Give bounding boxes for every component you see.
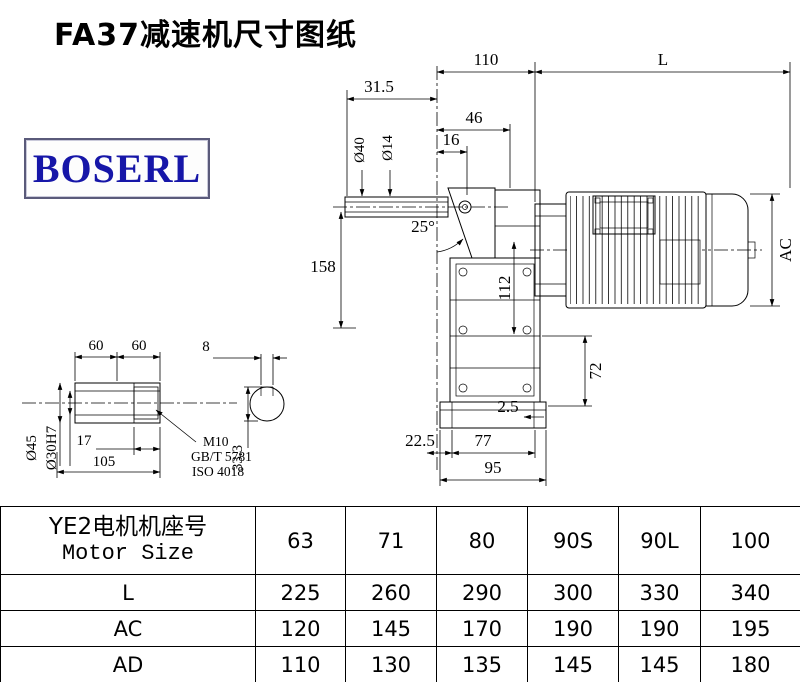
motor [534, 191, 756, 309]
motor-dimension-table: YE2电机机座号 Motor Size 63 71 80 90S 90L 100… [0, 506, 800, 682]
gearbox-housing [439, 189, 547, 429]
cell-AC-90S: 190 [527, 610, 619, 647]
dim-33-3: 33.3 [230, 445, 246, 471]
cell-L-63: 225 [255, 574, 346, 611]
row-label-AD: AD [0, 646, 256, 682]
motor-size-label-en: Motor Size [61, 541, 195, 567]
motor-col-90S: 90S [527, 506, 619, 575]
dim-17: 17 [77, 433, 93, 449]
boserl-logo: BOSERL [24, 138, 210, 199]
dimensions-bottom: 2.5 22.5 77 95 [405, 397, 547, 486]
dim-72: 72 [586, 363, 605, 380]
dimensions-side: 158 112 AC 72 [310, 193, 795, 407]
dim-95: 95 [485, 458, 502, 477]
cell-AC-90L: 190 [618, 610, 701, 647]
logo-text: BOSERL [32, 146, 202, 191]
table-row-L: L 225 260 290 300 330 340 [0, 574, 800, 611]
dim-dia45: Ø45 [24, 435, 40, 461]
dim-112: 112 [495, 276, 514, 301]
cell-AC-100: 195 [700, 610, 800, 647]
dim-dia40: Ø40 [352, 137, 368, 163]
cell-L-90S: 300 [527, 574, 619, 611]
row-label-AC: AC [0, 610, 256, 647]
cell-AD-63: 110 [255, 646, 346, 682]
cell-AC-71: 145 [345, 610, 437, 647]
motor-size-header-cell: YE2电机机座号 Motor Size [0, 506, 256, 575]
dim-22-5: 22.5 [405, 431, 435, 450]
keyway-end-view: 8 33.3 [202, 339, 287, 471]
cell-AD-90L: 145 [618, 646, 701, 682]
cell-AC-80: 170 [436, 610, 528, 647]
cell-L-90L: 330 [618, 574, 701, 611]
motor-size-label-cn: YE2电机机座号 [48, 513, 208, 540]
dim-110: 110 [474, 50, 499, 69]
cell-AD-71: 130 [345, 646, 437, 682]
dim-105: 105 [93, 454, 116, 470]
dimensions-top: 110 L 31.5 46 16 Ø40 Ø14 25° [346, 50, 791, 236]
motor-col-80: 80 [436, 506, 528, 575]
page-title: FA37减速机尺寸图纸 [54, 18, 358, 53]
note-iso4018: ISO 4018 [192, 464, 244, 479]
dim-31-5: 31.5 [364, 77, 394, 96]
cell-L-80: 290 [436, 574, 528, 611]
cell-AD-90S: 145 [527, 646, 619, 682]
note-gbt5781: GB/T 5781 [191, 449, 252, 464]
dim-46: 46 [466, 108, 483, 127]
dim-60-right: 60 [132, 338, 147, 354]
dim-2-5: 2.5 [497, 397, 518, 416]
cell-L-100: 340 [700, 574, 800, 611]
cooling-fins [570, 196, 702, 304]
cell-AD-100: 180 [700, 646, 800, 682]
row-label-L: L [0, 574, 256, 611]
cell-AC-63: 120 [255, 610, 346, 647]
cell-L-71: 260 [345, 574, 437, 611]
dim-158: 158 [310, 257, 336, 276]
dim-AC: AC [776, 238, 795, 262]
motor-col-90L: 90L [618, 506, 701, 575]
motor-col-71: 71 [345, 506, 437, 575]
dim-angle-25: 25° [411, 217, 435, 236]
dim-60-left: 60 [89, 338, 104, 354]
dim-dia30H7: Ø30H7 [44, 425, 60, 470]
shaft-detail: 60 60 Ø45 Ø30H7 17 105 M10 GB/T 5781 ISO… [24, 338, 252, 479]
mounting-foot [439, 401, 547, 429]
dim-16: 16 [443, 130, 460, 149]
dim-dia14: Ø14 [380, 135, 396, 161]
motor-col-100: 100 [700, 506, 800, 575]
fan-cover [705, 193, 749, 307]
motor-col-63: 63 [255, 506, 346, 575]
nameplate [659, 239, 701, 285]
table-row-AC: AC 120 145 170 190 190 195 [0, 610, 800, 647]
table-header-row: YE2电机机座号 Motor Size 63 71 80 90S 90L 100 [0, 506, 800, 575]
technical-drawing: 110 L 31.5 46 16 Ø40 Ø14 25° 158 112 AC … [22, 50, 795, 486]
cell-AD-80: 135 [436, 646, 528, 682]
dim-8: 8 [202, 339, 210, 355]
dim-77: 77 [475, 431, 493, 450]
note-m10: M10 [203, 434, 229, 449]
dim-L: L [658, 50, 668, 69]
terminal-box [592, 195, 656, 235]
table-row-AD: AD 110 130 135 145 145 180 [0, 646, 800, 682]
